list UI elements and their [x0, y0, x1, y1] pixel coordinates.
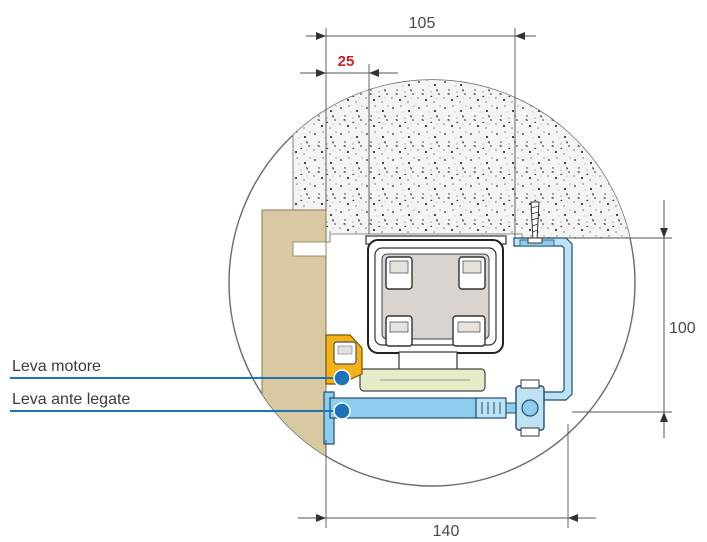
- concrete-ceiling: [292, 80, 635, 243]
- dimension-bottom-width: 140: [298, 424, 596, 540]
- dimension-top-width: 105: [306, 15, 536, 238]
- dim-top-width-label: 105: [409, 15, 436, 32]
- frame-recess: [292, 241, 327, 257]
- dim-offset-label: 25: [338, 53, 355, 70]
- ceiling-screw: [527, 201, 543, 244]
- dimension-offset: 25: [300, 53, 398, 234]
- motor-unit: [367, 239, 504, 354]
- callout-dot: [333, 369, 351, 387]
- dimension-height: 100: [566, 200, 696, 438]
- linked-leaves-arm-part: [323, 379, 545, 445]
- motor-lever-part: [325, 334, 363, 385]
- dim-height-label: 100: [669, 320, 696, 337]
- callout-motor-lever: Leva motore: [10, 358, 351, 387]
- side-bracket: [513, 237, 573, 401]
- callout-linked-leaves-lever: Leva ante legate: [10, 391, 351, 420]
- dim-bottom-width-label: 140: [433, 523, 460, 540]
- callout-linked-leaves-lever-label: Leva ante legate: [12, 391, 130, 408]
- callout-dot: [333, 402, 351, 420]
- callout-motor-lever-label: Leva motore: [12, 358, 101, 375]
